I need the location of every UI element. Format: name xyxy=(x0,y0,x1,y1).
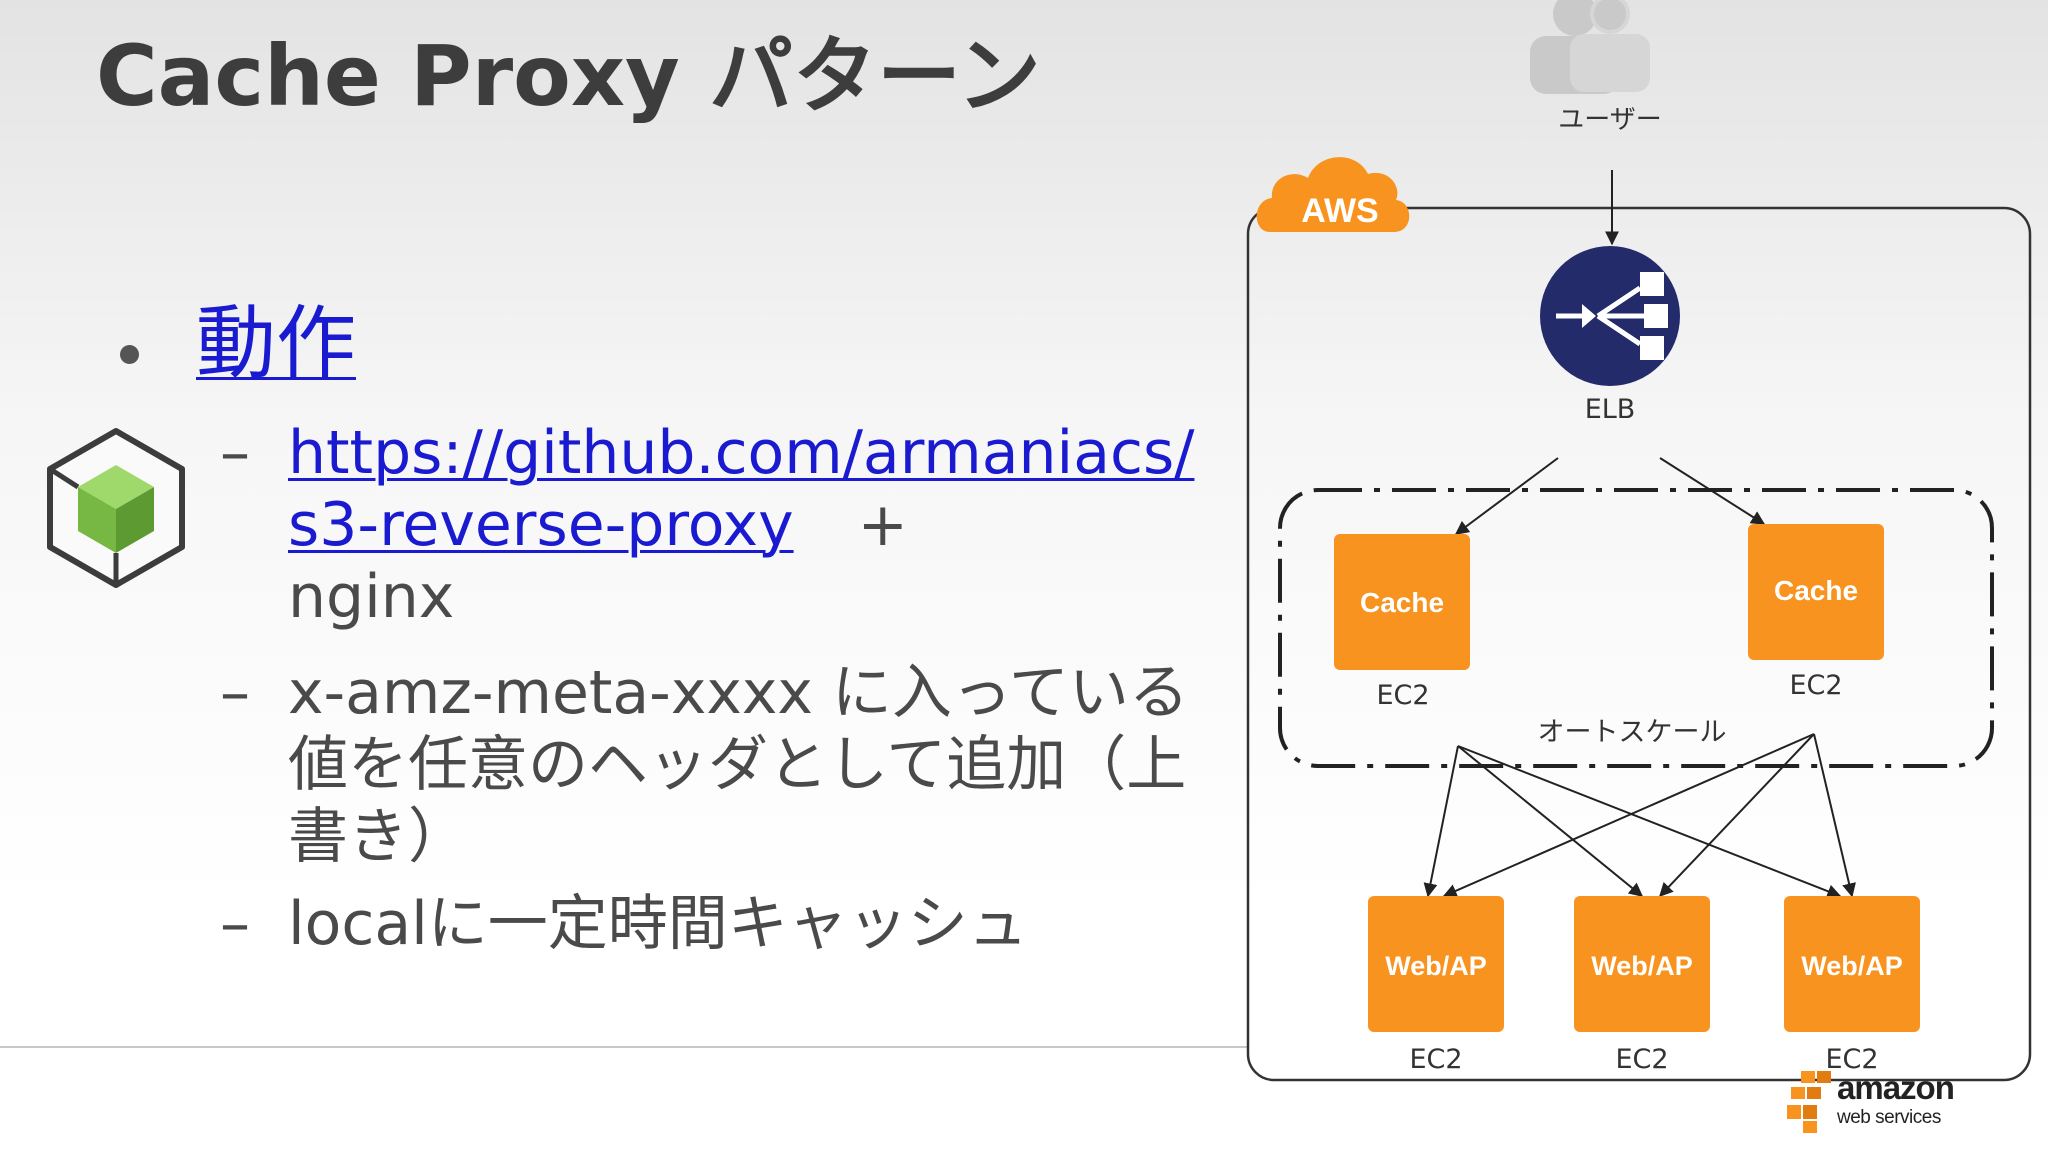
elb-icon xyxy=(1540,246,1680,386)
user-icon xyxy=(1530,0,1650,94)
cache-node: Cache xyxy=(1334,534,1470,670)
cache-ec2-label: EC2 xyxy=(1789,670,1842,701)
web-ap-node: Web/AP xyxy=(1574,896,1710,1032)
sub-bullet-repo: – https://github.com/armaniacs/s3-revers… xyxy=(220,417,1210,633)
dash-marker: – xyxy=(220,658,250,728)
cache-node: Cache xyxy=(1748,524,1884,660)
plus-sign: + xyxy=(857,490,908,560)
github-repo-link[interactable]: https://github.com/armaniacs/s3-reverse-… xyxy=(288,418,1195,560)
footer-divider xyxy=(0,1046,1248,1048)
autoscale-label: オートスケール xyxy=(1538,717,1727,748)
svg-text:Cache: Cache xyxy=(1774,575,1858,606)
svg-text:Web/AP: Web/AP xyxy=(1591,951,1693,981)
cache-to-web-arrows xyxy=(1423,733,1856,898)
architecture-diagram: ユーザー AWS ELB オートスケール Cache EC2 Cache EC2 xyxy=(1246,0,2032,1082)
aws-cloud-frame xyxy=(1246,206,2032,1082)
elb-label: ELB xyxy=(1585,394,1636,425)
nginx-text: nginx xyxy=(288,562,455,632)
aws-cloud-icon xyxy=(1256,157,1410,232)
logo-amazon-text: amazon xyxy=(1837,1069,1955,1106)
svg-text:Web/AP: Web/AP xyxy=(1801,951,1903,981)
cache-ec2-label: EC2 xyxy=(1376,680,1429,711)
aws-logo: amazon web services xyxy=(1787,1067,2007,1137)
bullet-point xyxy=(120,345,139,364)
sub-bullet-cache: – localに一定時間キャッシュ xyxy=(220,888,1210,960)
boxes-icon xyxy=(1787,1071,1831,1133)
user-label: ユーザー xyxy=(1558,105,1661,135)
slide-title: Cache Proxy パターン xyxy=(96,27,1041,125)
autoscale-group xyxy=(1278,488,1994,768)
sub-bullet-header: – x-amz-meta-xxxx に入っている値を任意のヘッダとして追加（上書… xyxy=(220,657,1210,873)
cube-icon xyxy=(47,428,185,588)
web-ap-node: Web/AP xyxy=(1784,896,1920,1032)
arrow-elb-cache-1 xyxy=(1454,457,1559,535)
web-ap-node: Web/AP xyxy=(1368,896,1504,1032)
web-ec2-label: EC2 xyxy=(1615,1044,1668,1075)
svg-text:Cache: Cache xyxy=(1360,587,1444,618)
arrow-elb-cache-2 xyxy=(1659,457,1766,525)
dash-marker: – xyxy=(220,418,250,488)
svg-text:Web/AP: Web/AP xyxy=(1385,951,1487,981)
dash-marker: – xyxy=(220,889,250,959)
bullet-heading-link[interactable]: 動作 xyxy=(196,297,356,390)
logo-webservices-text: web services xyxy=(1837,1107,1941,1128)
header-description: x-amz-meta-xxxx に入っている値を任意のヘッダとして追加（上書き） xyxy=(288,658,1189,872)
cache-description: localに一定時間キャッシュ xyxy=(288,889,1028,959)
aws-label: AWS xyxy=(1301,192,1378,230)
web-ec2-label: EC2 xyxy=(1409,1044,1462,1075)
web-ec2-label: EC2 xyxy=(1825,1044,1878,1075)
